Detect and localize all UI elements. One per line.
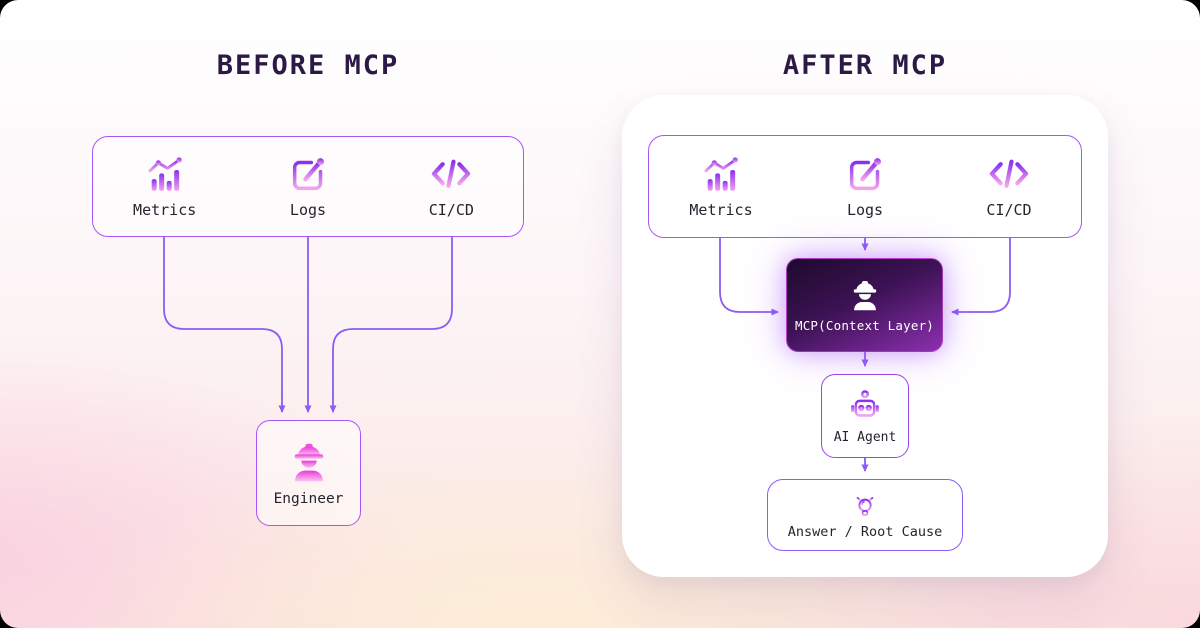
- before-source-metrics-label: Metrics: [133, 200, 197, 219]
- cicd-icon: [432, 159, 471, 188]
- before-source-logs: Logs: [236, 155, 379, 219]
- before-source-logs-label: Logs: [289, 200, 327, 219]
- engineer-icon: [294, 443, 323, 481]
- after-source-metrics: Metrics: [649, 155, 793, 219]
- mcp-context-layer-node: MCP(Context Layer): [786, 258, 943, 352]
- metrics-icon: [148, 156, 182, 191]
- after-title: AFTER MCP: [782, 50, 948, 81]
- metrics-icon: [704, 156, 738, 191]
- answer-root-cause-node: Answer / Root Cause: [767, 479, 963, 551]
- logs-icon: [292, 157, 324, 190]
- after-source-logs: Logs: [793, 155, 937, 219]
- engineer-node-label: Engineer: [273, 490, 344, 507]
- after-source-logs-label: Logs: [846, 200, 884, 219]
- ai-agent-node: AI Agent: [821, 374, 909, 458]
- after-sources-box: Metrics Logs CI/CD: [648, 135, 1082, 238]
- mcp-node-label: MCP(Context Layer): [794, 317, 935, 333]
- ai-agent-node-label: AI Agent: [833, 429, 897, 445]
- after-source-cicd: CI/CD: [937, 155, 1081, 219]
- connector-before-metrics-to-engineer: [163, 237, 286, 413]
- before-sources-box: Metrics Logs CI/CD: [92, 136, 524, 237]
- after-source-cicd-label: CI/CD: [986, 200, 1032, 219]
- engineer-node: Engineer: [256, 420, 361, 526]
- robot-icon: [851, 389, 879, 417]
- engineer-icon: [853, 280, 876, 310]
- answer-node-label: Answer / Root Cause: [787, 524, 943, 540]
- before-source-cicd-label: CI/CD: [428, 200, 474, 219]
- logs-icon: [849, 157, 881, 190]
- before-title: BEFORE MCP: [216, 50, 400, 81]
- connector-before-cicd-to-engineer: [329, 237, 453, 413]
- lightbulb-icon: [853, 493, 877, 516]
- after-source-metrics-label: Metrics: [689, 200, 753, 219]
- before-source-cicd: CI/CD: [380, 155, 523, 219]
- before-source-metrics: Metrics: [93, 155, 236, 219]
- cicd-icon: [989, 159, 1029, 188]
